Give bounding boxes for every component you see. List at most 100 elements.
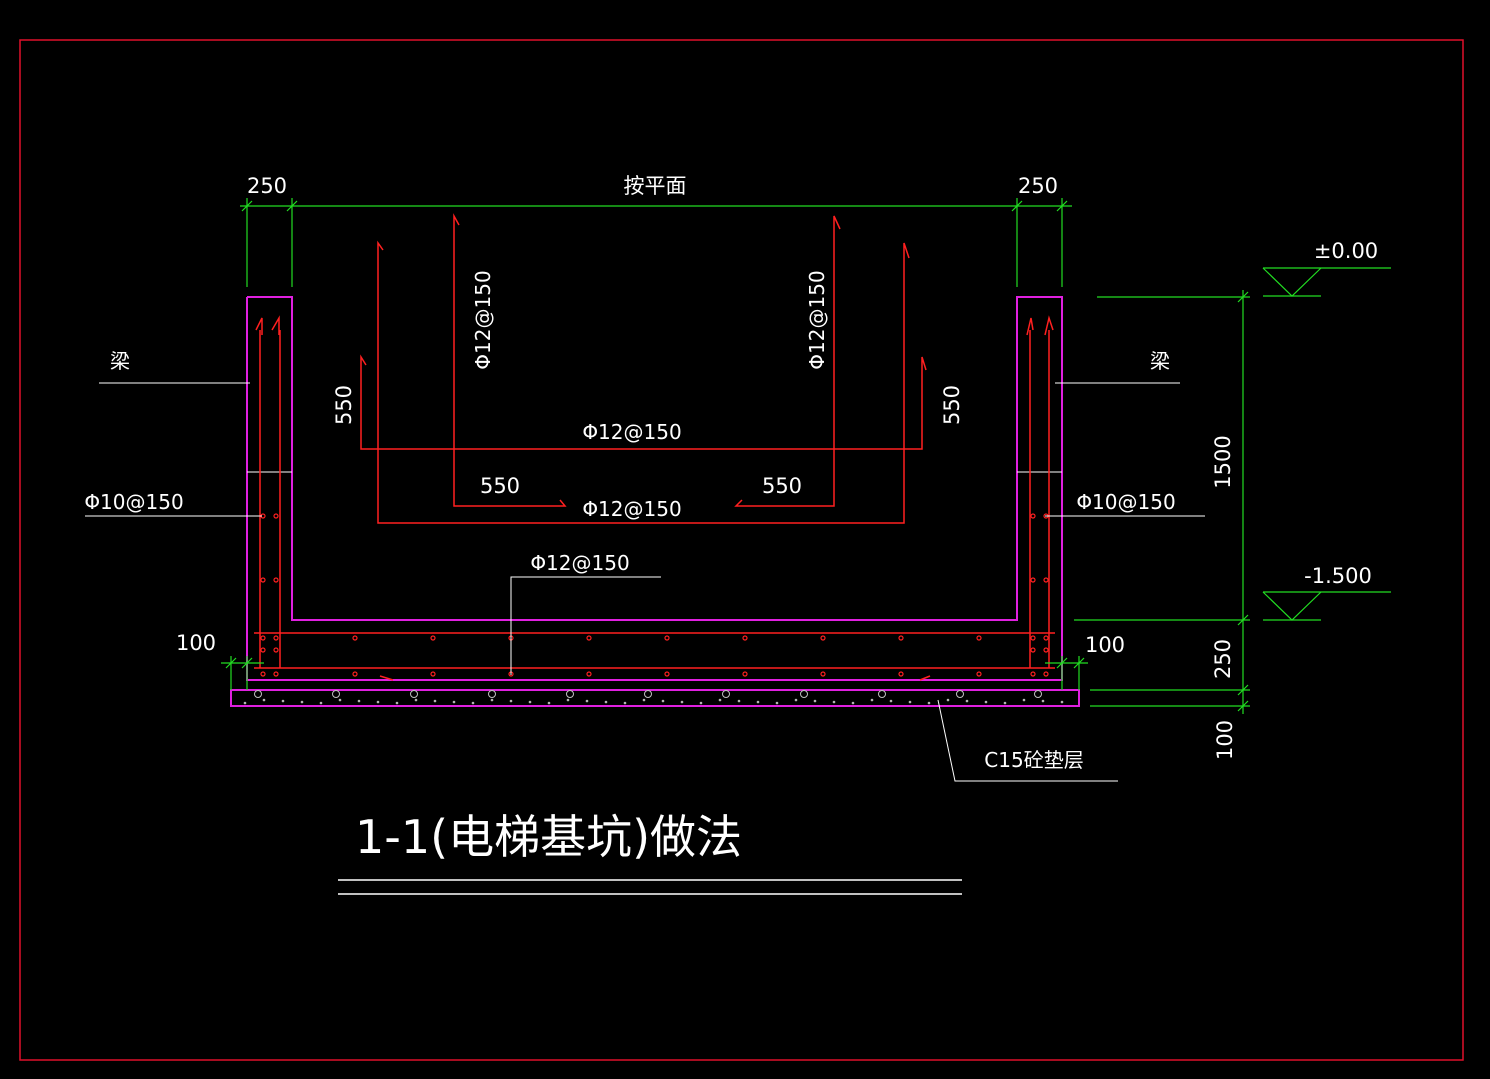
- rebar-dot: [260, 671, 266, 677]
- beam-label-left: 梁: [110, 349, 130, 373]
- rebar-dot: [273, 577, 279, 583]
- pad-aggregate-grain: [566, 698, 570, 702]
- rebar-dot: [1043, 635, 1049, 641]
- rebar-dot: [664, 671, 670, 677]
- pad-aggregate-grain: [794, 698, 798, 702]
- pad-aggregate-grain: [680, 700, 684, 704]
- pad-aggregate-stone: [488, 690, 496, 698]
- dim-right-pad: 100: [1213, 720, 1237, 760]
- rebar-vert-left: Φ12@150: [471, 270, 495, 369]
- dim-top-left: 250: [247, 174, 287, 198]
- hook-left-horz: 550: [480, 474, 520, 498]
- pad-aggregate-grain: [851, 701, 855, 705]
- title-underline: [338, 879, 962, 895]
- dim-top-mid: 按平面: [624, 174, 687, 198]
- hook-right-horz: 550: [762, 474, 802, 498]
- rebar-dot: [820, 635, 826, 641]
- rebar-slab: Φ12@150: [530, 551, 629, 575]
- pad-aggregate-grain: [889, 699, 893, 703]
- pad-aggregate-stone: [800, 690, 808, 698]
- pad-aggregate-grain: [490, 698, 494, 702]
- rebar-dot: [352, 635, 358, 641]
- pad-aggregate-grain: [1022, 698, 1026, 702]
- wall-rebar-left: Φ10@150: [84, 490, 183, 514]
- rebar-dot: [273, 647, 279, 653]
- pad-aggregate-grain: [357, 699, 361, 703]
- elevation-top: ±0.00: [1314, 239, 1378, 263]
- rebar-dot: [820, 671, 826, 677]
- rebar-dot: [1030, 647, 1036, 653]
- leader-lines: [85, 382, 1205, 782]
- pad-aggregate-grain: [395, 701, 399, 705]
- rebar-dot: [1030, 671, 1036, 677]
- rebar-dot: [742, 671, 748, 677]
- pad-aggregate-grain: [927, 701, 931, 705]
- pad-aggregate-stone: [878, 690, 886, 698]
- pad-aggregate-stone: [254, 690, 262, 698]
- rebar-dot: [976, 635, 982, 641]
- pad-aggregate-grain: [737, 699, 741, 703]
- pad-aggregate-grain: [642, 698, 646, 702]
- pad-label: C15砼垫层: [984, 748, 1083, 772]
- rebar-horz-upper: Φ12@150: [582, 420, 681, 444]
- pad-aggregate-stone: [410, 690, 418, 698]
- drawing-title: 1-1(电梯基坑)做法: [355, 810, 742, 864]
- pad-aggregate-grain: [528, 700, 532, 704]
- hook-left-vert: 550: [332, 385, 356, 425]
- pad-aggregate-grain: [965, 699, 969, 703]
- pad-aggregate-grain: [1060, 700, 1064, 704]
- hook-right-vert: 550: [940, 385, 964, 425]
- rebar-dot: [273, 671, 279, 677]
- pad-aggregate-grain: [775, 701, 779, 705]
- pad-aggregate-grain: [984, 700, 988, 704]
- rebar-dot: [1043, 671, 1049, 677]
- pad-aggregate-grain: [509, 699, 513, 703]
- rebar-lines: [254, 213, 1055, 681]
- rebar-vert-right: Φ12@150: [805, 270, 829, 369]
- rebar-dot: [260, 647, 266, 653]
- pad-aggregate-grain: [623, 701, 627, 705]
- pad-aggregate-grain: [1003, 701, 1007, 705]
- pad-aggregate-grain: [281, 699, 285, 703]
- pad-aggregate-grain: [946, 698, 950, 702]
- rebar-dot: [352, 671, 358, 677]
- rebar-dot: [1030, 577, 1036, 583]
- rebar-dot: [586, 635, 592, 641]
- rebar-dot: [1043, 647, 1049, 653]
- pad-aggregate-grain: [319, 701, 323, 705]
- rebar-dot: [898, 635, 904, 641]
- pad-aggregate-grain: [414, 698, 418, 702]
- rebar-dot: [586, 671, 592, 677]
- rebar-horz-lower: Φ12@150: [582, 497, 681, 521]
- pad-aggregate-grain: [908, 700, 912, 704]
- dim-right-height: 1500: [1211, 435, 1235, 488]
- rebar-dot: [664, 635, 670, 641]
- pit-outline: [230, 296, 1080, 707]
- pad-aggregate-grain: [1041, 699, 1045, 703]
- pad-aggregate-grain: [699, 701, 703, 705]
- pad-aggregate-grain: [452, 700, 456, 704]
- dimension-lines: [221, 198, 1391, 714]
- dim-top-right: 250: [1018, 174, 1058, 198]
- pad-aggregate-grain: [262, 698, 266, 702]
- rebar-dot: [430, 635, 436, 641]
- rebar-dot: [260, 635, 266, 641]
- pad-aggregate-stone: [566, 690, 574, 698]
- pad-aggregate-stone: [722, 690, 730, 698]
- rebar-dot: [1043, 577, 1049, 583]
- rebar-dot: [1030, 635, 1036, 641]
- rebar-dot: [742, 635, 748, 641]
- wall-rebar-right: Φ10@150: [1076, 490, 1175, 514]
- pad-aggregate-grain: [813, 699, 817, 703]
- pad-aggregate-grain: [471, 701, 475, 705]
- pad-aggregate-grain: [661, 699, 665, 703]
- pad-aggregate-grain: [604, 700, 608, 704]
- drawing-frame: [19, 39, 1464, 1061]
- rebar-dot: [273, 513, 279, 519]
- dim-right-bottom: 100: [1085, 633, 1125, 657]
- pad-aggregate-grain: [718, 698, 722, 702]
- rebar-dot: [976, 671, 982, 677]
- pad-aggregate-stone: [332, 690, 340, 698]
- rebar-dot: [260, 577, 266, 583]
